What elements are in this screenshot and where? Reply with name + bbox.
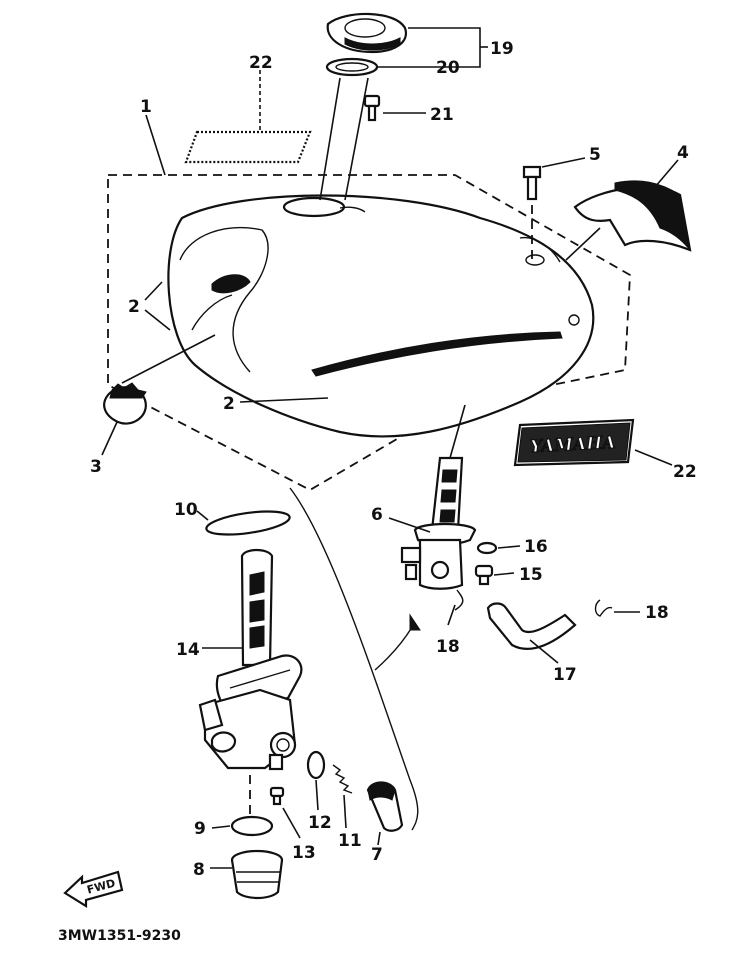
label-22-top: 22 xyxy=(249,53,273,73)
drain-screw xyxy=(269,786,285,806)
sediment-cup xyxy=(230,849,284,900)
fuel-line-guide xyxy=(289,487,419,831)
label-21: 21 xyxy=(430,105,454,125)
label-16: 16 xyxy=(524,537,548,557)
label-10: 10 xyxy=(174,500,198,520)
cap-gasket xyxy=(325,57,379,77)
cup-o-ring xyxy=(230,815,274,837)
o-ring xyxy=(306,750,326,780)
label-7: 7 xyxy=(371,845,383,865)
rear-damper xyxy=(565,180,692,261)
label-8: 8 xyxy=(193,860,205,880)
label-5: 5 xyxy=(589,145,601,165)
label-4: 4 xyxy=(677,143,689,163)
hose-clip-left xyxy=(454,589,464,611)
fuel-cock-small xyxy=(400,456,477,590)
label-12: 12 xyxy=(308,813,332,833)
label-14: 14 xyxy=(176,640,200,660)
label-18-right: 18 xyxy=(645,603,669,623)
forward-arrow: FWD xyxy=(63,870,124,908)
label-13: 13 xyxy=(292,843,316,863)
label-1: 1 xyxy=(140,97,152,117)
washer xyxy=(476,541,498,555)
label-19: 19 xyxy=(490,39,514,59)
yamaha-logo-text: YAMAHA xyxy=(530,433,616,457)
label-3: 3 xyxy=(90,457,102,477)
label-20: 20 xyxy=(436,58,460,78)
arrow-guide xyxy=(374,621,416,671)
label-9: 9 xyxy=(194,819,206,839)
hose-clip-right xyxy=(594,599,613,617)
filter-screen xyxy=(205,510,291,536)
label-2a: 2 xyxy=(128,297,140,317)
label-18-left: 18 xyxy=(436,637,460,657)
fuel-cap xyxy=(326,12,408,54)
fuel-hose xyxy=(486,602,577,650)
drain-cap xyxy=(366,781,404,832)
label-17: 17 xyxy=(553,665,577,685)
label-15: 15 xyxy=(519,565,543,585)
small-bolt xyxy=(474,564,494,586)
fuel-tank xyxy=(167,194,595,438)
label-11: 11 xyxy=(338,831,362,851)
cap-screw xyxy=(363,94,381,122)
side-grommet xyxy=(103,382,147,425)
spring xyxy=(332,764,353,794)
label-2b: 2 xyxy=(223,394,235,414)
emblem-decal-top xyxy=(184,130,312,164)
label-22-right: 22 xyxy=(673,462,697,482)
callout-labels: 1 2 2 3 4 5 6 7 8 9 10 11 12 13 14 15 16… xyxy=(90,39,697,880)
label-6: 6 xyxy=(371,505,383,525)
mount-bolt xyxy=(522,165,542,260)
diagram-reference: 3MW1351-9230 xyxy=(58,928,181,944)
fuel-cock-main xyxy=(198,548,303,815)
yamaha-emblem-decal: YAMAHA xyxy=(513,418,635,467)
leader-lines xyxy=(101,27,679,869)
